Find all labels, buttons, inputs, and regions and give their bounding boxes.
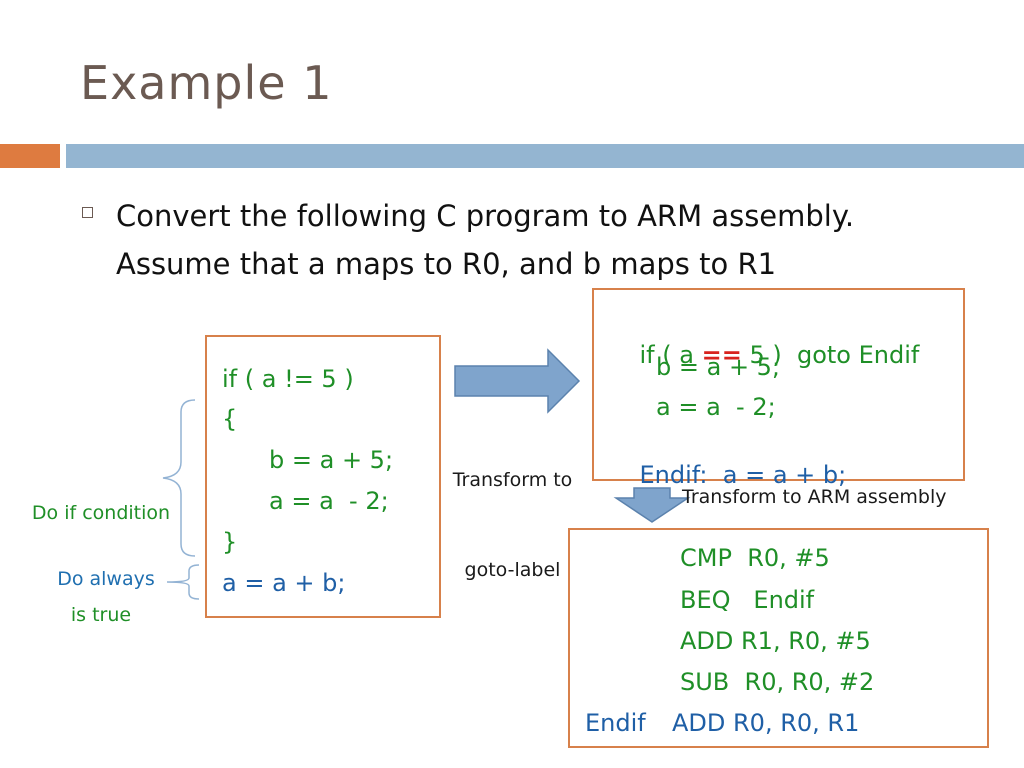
bullet-line-2: Assume that a maps to R0, and b maps to … xyxy=(116,247,777,281)
arrow2-label: Transform to ARM assembly xyxy=(682,486,947,508)
bullet-line-1: Convert the following C program to ARM a… xyxy=(116,199,855,233)
c-code-line: b = a + 5; xyxy=(269,446,394,474)
goto-if-prefix: if ( a xyxy=(639,341,702,369)
title-accent-bar-orange xyxy=(0,144,60,168)
arrow1-label: Transform to goto-label xyxy=(440,405,585,615)
c-code-line: if ( a != 5 ) xyxy=(222,365,354,393)
bullet-square-icon xyxy=(82,207,93,218)
right-arrow-icon xyxy=(454,348,581,414)
equality-operator: == xyxy=(701,341,742,369)
c-code-line: } xyxy=(222,528,238,556)
arm-endif-label: Endif xyxy=(585,709,646,737)
brace-always-icon xyxy=(166,564,200,600)
bullet-text: Convert the following C program to ARM a… xyxy=(116,192,854,288)
goto-if-suffix: 5 ) goto Endif xyxy=(741,341,920,369)
annotation-condition-line-2: is true xyxy=(70,604,132,626)
arm-code-line: ADD R0, R0, R1 xyxy=(672,709,860,737)
endif-label: Endif: xyxy=(639,461,708,489)
c-code-line: a = a + b; xyxy=(222,569,346,597)
slide-title: Example 1 xyxy=(80,56,333,110)
goto-code-box: if ( a == 5 ) goto Endif b = a + 5; a = … xyxy=(592,288,965,489)
arm-code-line: ADD R1, R0, #5 xyxy=(680,627,871,655)
endif-statement: a = a + b; xyxy=(722,461,847,489)
c-code-box: if ( a != 5 ) { b = a + 5; a = a - 2; } … xyxy=(205,335,441,618)
arm-code-line: SUB R0, R0, #2 xyxy=(680,668,875,696)
goto-code-line: a = a - 2; xyxy=(656,393,776,421)
annotation-condition-line-1: Do if condition xyxy=(31,502,171,524)
annotation-always: Do always xyxy=(57,568,155,590)
goto-code-line: if ( a == 5 ) goto Endif xyxy=(609,313,920,397)
goto-code-line: b = a + 5; xyxy=(656,353,781,381)
goto-code-line: Endif: a = a + b; xyxy=(609,433,847,517)
c-code-line: { xyxy=(222,405,238,433)
arrow1-label-line-2: goto-label xyxy=(464,559,561,581)
down-arrow-icon xyxy=(613,487,691,523)
annotation-condition: Do if condition is true xyxy=(6,428,196,666)
arm-code-box: CMP R0, #5 BEQ Endif ADD R1, R0, #5 SUB … xyxy=(568,528,989,748)
title-accent-bar-blue xyxy=(66,144,1024,168)
c-code-line: a = a - 2; xyxy=(269,487,389,515)
brace-condition-icon xyxy=(162,399,196,557)
arm-code-line: BEQ Endif xyxy=(680,586,815,614)
arm-code-line: CMP R0, #5 xyxy=(680,544,830,572)
arrow1-label-line-1: Transform to xyxy=(452,469,573,491)
